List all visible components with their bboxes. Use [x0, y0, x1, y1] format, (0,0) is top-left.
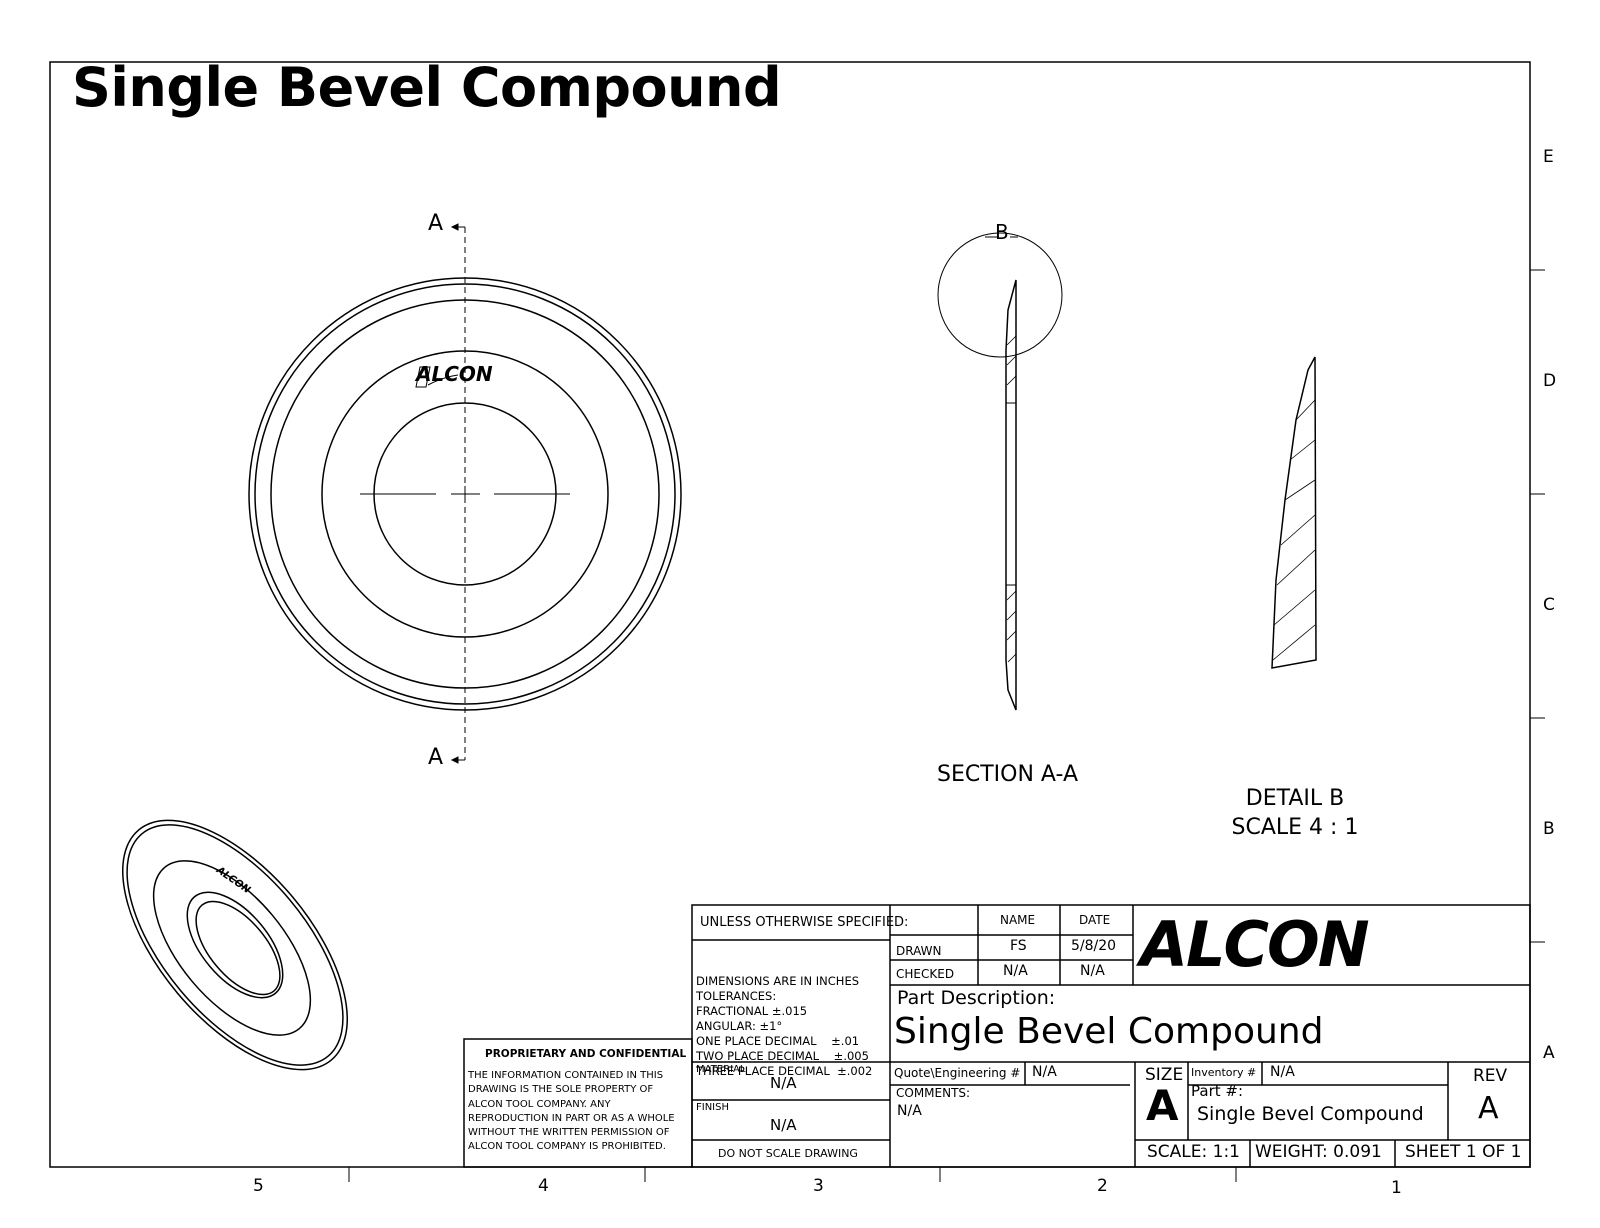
- drawn-label: DRAWN: [896, 944, 942, 958]
- section-marker-top: A: [428, 211, 444, 236]
- part-number-label: Part #:: [1191, 1082, 1244, 1100]
- logo-mark: [415, 366, 459, 388]
- part-number: Single Bevel Compound: [1197, 1103, 1424, 1125]
- checked-name: N/A: [1003, 963, 1028, 979]
- zone-row-d: D: [1543, 371, 1557, 391]
- detail-scale: SCALE 4 : 1: [1231, 815, 1359, 840]
- name-header: NAME: [1000, 913, 1036, 927]
- proprietary-title: PROPRIETARY AND CONFIDENTIAL: [485, 1048, 687, 1060]
- checked-date: N/A: [1080, 963, 1105, 979]
- zone-ticks: [348, 269, 1545, 1182]
- drawn-name: FS: [1010, 938, 1027, 954]
- inventory-value: N/A: [1270, 1064, 1295, 1080]
- zone-col-5: 5: [253, 1176, 264, 1196]
- sheet-value: SHEET 1 OF 1: [1405, 1142, 1522, 1162]
- section-view: [937, 232, 1063, 711]
- no-scale-note: DO NOT SCALE DRAWING: [718, 1147, 858, 1160]
- zone-col-1: 1: [1391, 1178, 1402, 1198]
- section-marker-bottom: A: [428, 745, 444, 770]
- material-label: MATERIAL: [696, 1064, 746, 1075]
- size-value: A: [1146, 1081, 1179, 1130]
- material-value: N/A: [770, 1074, 797, 1092]
- drawn-date: 5/8/20: [1071, 938, 1117, 954]
- size-label: SIZE: [1145, 1065, 1184, 1085]
- zone-row-a: A: [1543, 1043, 1555, 1063]
- checked-label: CHECKED: [896, 967, 955, 981]
- rev-value: A: [1478, 1091, 1499, 1126]
- zone-row-e: E: [1543, 147, 1554, 167]
- center-lines: [360, 486, 570, 502]
- comments-label: COMMENTS:: [896, 1086, 971, 1100]
- unless-label: UNLESS OTHERWISE SPECIFIED:: [700, 915, 909, 930]
- detail-marker: B: [995, 220, 1009, 244]
- part-description: Single Bevel Compound: [894, 1011, 1324, 1052]
- finish-value: N/A: [770, 1116, 797, 1134]
- zone-row-b: B: [1543, 819, 1555, 839]
- zone-col-2: 2: [1097, 1176, 1108, 1196]
- zone-row-c: C: [1543, 595, 1555, 615]
- title-block-lines: [463, 904, 1531, 1168]
- isometric-view: [122, 819, 348, 1071]
- zone-col-4: 4: [538, 1176, 549, 1196]
- weight-value: WEIGHT: 0.091: [1255, 1142, 1382, 1162]
- drawing-title: Single Bevel Compound: [72, 56, 782, 119]
- comments-value: N/A: [897, 1103, 922, 1119]
- detail-view: [1271, 356, 1317, 669]
- section-label: SECTION A-A: [937, 762, 1078, 787]
- scale-value: SCALE: 1:1: [1147, 1142, 1240, 1162]
- part-description-label: Part Description:: [897, 987, 1056, 1009]
- company-logo: ALCON: [1140, 908, 1370, 981]
- quote-label: Quote\Engineering #: [894, 1066, 1021, 1080]
- detail-circle: [937, 232, 1063, 358]
- front-view: [248, 223, 682, 764]
- zone-col-3: 3: [813, 1176, 824, 1196]
- quote-value: N/A: [1032, 1064, 1057, 1080]
- date-header: DATE: [1079, 913, 1111, 927]
- inventory-label: Inventory #: [1191, 1066, 1257, 1079]
- detail-label: DETAIL B: [1245, 786, 1345, 811]
- finish-label: FINISH: [696, 1102, 729, 1113]
- rev-label: REV: [1473, 1066, 1508, 1086]
- front-view-logo: ALCON: [416, 362, 493, 386]
